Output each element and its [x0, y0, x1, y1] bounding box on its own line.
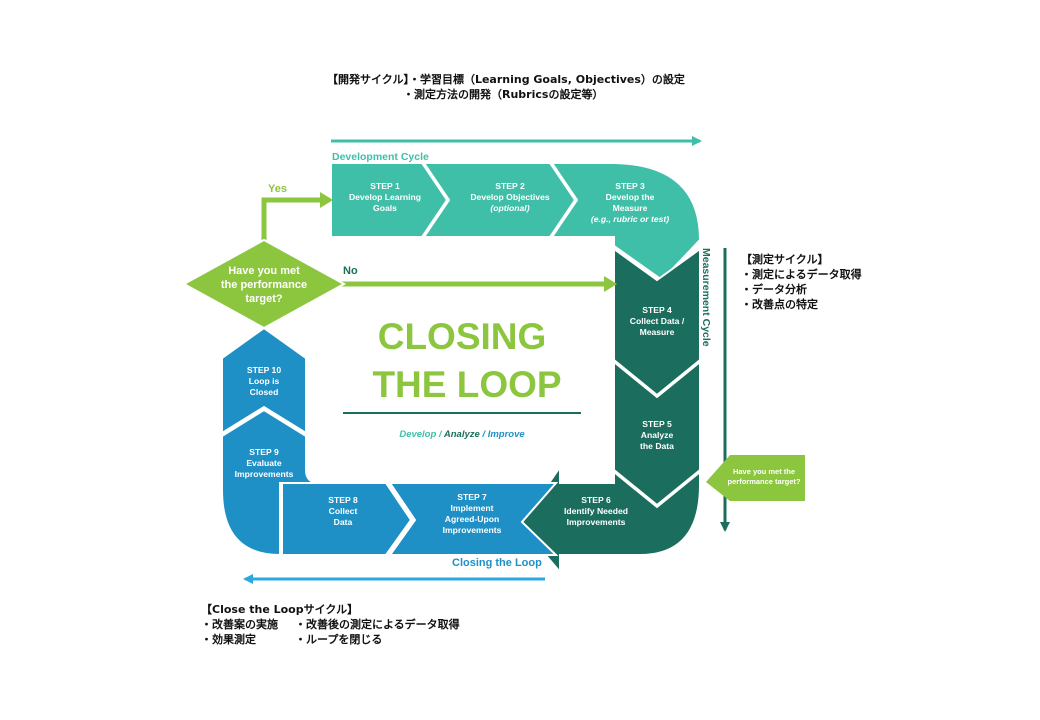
step-1-shape: [330, 162, 449, 238]
close-annotation-item: ・改善案の実施: [201, 618, 278, 631]
yes-path: [261, 197, 322, 240]
close-annotation-item: ・ループを閉じる: [295, 633, 383, 646]
decision-yes-label: Yes: [268, 183, 287, 195]
tagline-improve: / Improve: [481, 429, 525, 440]
decision-diamond: [181, 238, 347, 330]
dev-cycle-annotation-line-1: 【開発サイクル】・学習目標（Learning Goals, Objectives…: [327, 73, 685, 86]
development-cycle-label: Development Cycle: [332, 151, 429, 163]
decision-no-label: No: [343, 265, 358, 277]
measure-annotation-item: ・測定によるデータ取得: [741, 268, 862, 281]
close-annotation-title: 【Close the Loopサイクル】: [201, 603, 359, 616]
closing-loop-label: Closing the Loop: [452, 557, 542, 569]
side-decision-tag: [706, 455, 805, 501]
tagline-develop: Develop /: [399, 429, 443, 440]
dev-cycle-annotation: 【開発サイクル】・学習目標（Learning Goals, Objectives…: [327, 72, 685, 102]
close-annotation-item: ・改善後の測定によるデータ取得: [295, 618, 460, 631]
yes-arrowhead: [320, 192, 333, 208]
close-cycle-annotation: 【Close the Loopサイクル】 ・改善案の実施 ・効果測定 ・改善後の…: [201, 602, 460, 647]
title-line-2: THE LOOP: [372, 364, 561, 405]
measure-annotation-title: 【測定サイクル】: [741, 253, 829, 266]
measurement-cycle-label: Measurement Cycle: [700, 248, 712, 347]
tagline-analyze: Analyze: [443, 429, 481, 440]
step-8-shape: [281, 482, 413, 556]
step-4-shape: [613, 246, 701, 397]
measure-cycle-annotation: 【測定サイクル】 ・測定によるデータ取得 ・データ分析 ・改善点の特定: [741, 252, 862, 312]
step-2-shape: [422, 162, 577, 238]
step-7-shape: [388, 482, 559, 556]
title-line-1: CLOSING: [378, 316, 547, 357]
no-arrowhead: [604, 276, 617, 292]
step-9-shape: [221, 408, 321, 557]
step-5-shape: [613, 359, 701, 507]
tagline: Develop / Analyze / Improve: [399, 429, 525, 440]
measure-annotation-item: ・データ分析: [741, 283, 807, 296]
measure-annotation-item: ・改善点の特定: [741, 298, 818, 311]
close-annotation-item: ・効果測定: [201, 633, 256, 646]
dev-cycle-annotation-line-2: ・測定方法の開発（Rubricsの設定等）: [403, 88, 604, 101]
step-3-shape: [550, 162, 702, 282]
